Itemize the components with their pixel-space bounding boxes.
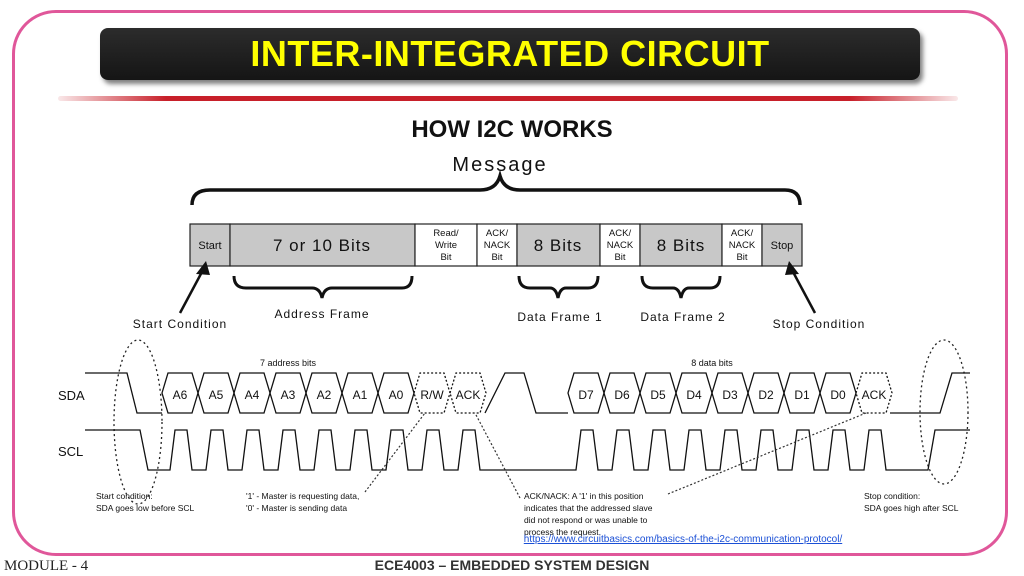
field-ack1-line1: ACK/ bbox=[486, 228, 509, 239]
start-condition-ellipse bbox=[113, 339, 163, 505]
scl-label: SCL bbox=[58, 444, 83, 459]
scl-trace bbox=[85, 429, 970, 471]
module-label: MODULE - 4 bbox=[4, 558, 89, 574]
field-ack3-line2: NACK bbox=[729, 240, 756, 251]
address-bit-cell-label: A4 bbox=[245, 388, 260, 402]
field-ack-bit-2 bbox=[599, 223, 641, 267]
ack2-note-pointer bbox=[667, 412, 867, 495]
field-ack1-line2: NACK bbox=[484, 240, 511, 251]
address-bit-cell bbox=[449, 372, 487, 414]
data-frame-2-brace bbox=[640, 275, 722, 299]
stop-arrow bbox=[790, 269, 817, 314]
start-condition-label: Start Condition bbox=[133, 317, 227, 331]
field-stop-label: Stop bbox=[771, 240, 794, 252]
stop-condition-label: Stop Condition bbox=[773, 317, 866, 331]
field-data-bits-1 bbox=[516, 223, 601, 267]
field-ack2-line3: Bit bbox=[614, 252, 625, 263]
field-rw-line2: Write bbox=[435, 240, 457, 251]
field-rw-line3: Bit bbox=[440, 252, 451, 263]
field-data2-label: 8 Bits bbox=[657, 236, 706, 255]
address-bit-cell-label: A3 bbox=[281, 388, 296, 402]
stop-note-line2: SDA goes high after SCL bbox=[864, 503, 959, 513]
stop-condition-ellipse bbox=[919, 339, 969, 485]
data-bit-cell-label: ACK bbox=[862, 388, 887, 402]
ack-note-line2: indicates that the addressed slave bbox=[524, 503, 653, 513]
data-bit-cell bbox=[855, 372, 893, 414]
address-bits-caption: 7 address bits bbox=[260, 358, 317, 368]
message-label: Message bbox=[452, 154, 547, 176]
slide-title: INTER-INTEGRATED CIRCUIT bbox=[250, 33, 770, 74]
ack-note-line4: process the request. bbox=[524, 527, 601, 537]
address-bit-cell-label: A6 bbox=[173, 388, 188, 402]
slide-subtitle: HOW I2C WORKS bbox=[411, 116, 613, 143]
field-ack2-line2: NACK bbox=[607, 240, 634, 251]
frame-braces bbox=[232, 275, 722, 299]
start-note-line1: Start condition: bbox=[96, 491, 153, 501]
address-bit-cell-label: A5 bbox=[209, 388, 224, 402]
start-arrowhead bbox=[196, 261, 210, 275]
message-brace bbox=[190, 169, 802, 206]
address-bit-cell-label: R/W bbox=[420, 388, 444, 402]
address-frame-label: Address Frame bbox=[274, 307, 369, 321]
address-bit-cell-label: A0 bbox=[389, 388, 404, 402]
scl-waveform bbox=[85, 429, 970, 471]
field-start-label: Start bbox=[198, 240, 221, 252]
field-ack2-line1: ACK/ bbox=[609, 228, 632, 239]
start-arrow bbox=[178, 269, 205, 314]
field-start bbox=[189, 223, 231, 267]
ack-note-line1: ACK/NACK: A '1' in this position bbox=[524, 491, 644, 501]
address-frame-brace bbox=[232, 275, 414, 299]
data-bit-cell-label: D2 bbox=[758, 388, 774, 402]
field-address-bits-label: 7 or 10 Bits bbox=[273, 236, 371, 255]
field-ack-bit-1 bbox=[476, 223, 518, 267]
course-label: ECE4003 – EMBEDDED SYSTEM DESIGN bbox=[374, 557, 650, 573]
data-bit-cell-label: D6 bbox=[614, 388, 630, 402]
data-bits-caption: 8 data bits bbox=[691, 358, 733, 368]
message-frame: Start 7 or 10 Bits Read/ Write Bit ACK/ … bbox=[189, 223, 803, 267]
data-bit-cell-label: D7 bbox=[578, 388, 594, 402]
data-bit-cell-label: D1 bbox=[794, 388, 810, 402]
data-bit-cell-label: D0 bbox=[830, 388, 846, 402]
slide-frame bbox=[12, 10, 1008, 556]
data-frame-2-label: Data Frame 2 bbox=[640, 310, 725, 324]
sda-gap bbox=[484, 372, 568, 414]
source-link[interactable]: https://www.circuitbasics.com/basics-of-… bbox=[524, 534, 843, 545]
sda-start-edge bbox=[85, 372, 162, 414]
rw-note-pointer bbox=[364, 412, 426, 493]
title-bar: INTER-INTEGRATED CIRCUIT bbox=[100, 28, 920, 80]
field-data1-label: 8 Bits bbox=[534, 236, 583, 255]
sda-label: SDA bbox=[58, 388, 85, 403]
rw-note-line1: '1' - Master is requesting data, bbox=[246, 491, 359, 501]
rw-note-line2: '0' - Master is sending data bbox=[246, 503, 347, 513]
address-bit-cell-label: ACK bbox=[456, 388, 481, 402]
field-ack1-line3: Bit bbox=[491, 252, 502, 263]
address-bit-cell-label: A2 bbox=[317, 388, 332, 402]
ack-note-line3: did not respond or was unable to bbox=[524, 515, 648, 525]
address-bit-cell-label: A1 bbox=[353, 388, 368, 402]
field-ack-bit-3 bbox=[721, 223, 763, 267]
data-bit-cell-label: D3 bbox=[722, 388, 738, 402]
data-frame-1-brace bbox=[517, 275, 600, 299]
sda-stop-edge bbox=[890, 372, 970, 414]
stop-note-line1: Stop condition: bbox=[864, 491, 920, 501]
sda-waveform: A6 A5 A4 A3 A2 A1 A0 R/W ACK D7 D6 D5 D4 D3 D2 D1 D0 ACK bbox=[85, 372, 970, 414]
data-bit-cell-label: D5 bbox=[650, 388, 666, 402]
data-bit-cell-label: D4 bbox=[686, 388, 702, 402]
field-rw-line1: Read/ bbox=[433, 228, 459, 239]
field-stop bbox=[761, 223, 803, 267]
data-frame-1-label: Data Frame 1 bbox=[517, 310, 602, 324]
start-note-line2: SDA goes low before SCL bbox=[96, 503, 195, 513]
ack-note-pointer bbox=[474, 412, 521, 499]
title-underline bbox=[58, 96, 958, 101]
stop-arrowhead bbox=[785, 261, 799, 275]
field-rw-bit bbox=[414, 223, 478, 267]
field-ack3-line1: ACK/ bbox=[731, 228, 754, 239]
field-ack3-line3: Bit bbox=[736, 252, 747, 263]
